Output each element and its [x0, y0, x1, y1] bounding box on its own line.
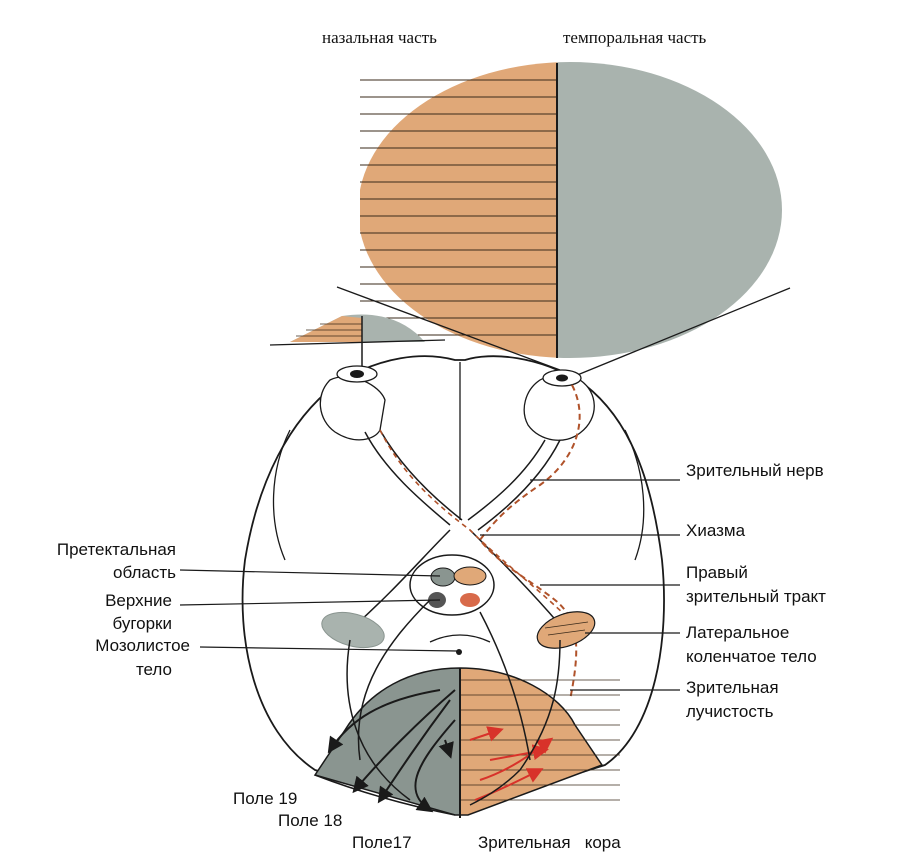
field-line-left	[336, 286, 561, 371]
label-field-17: Поле17	[352, 833, 412, 852]
right-eye	[523, 369, 595, 441]
radiation-lines	[346, 599, 561, 806]
label-nasal: назальная часть	[322, 28, 437, 47]
cortex-arrows-left	[327, 689, 456, 813]
field-line-right	[569, 287, 791, 379]
label-right-tract-1: Правый	[686, 563, 748, 582]
label-chiasm: Хиазма	[686, 521, 746, 540]
label-colliculi-1: Верхние	[105, 591, 172, 610]
label-lgn-1: Латеральное	[686, 623, 789, 642]
label-visual-cortex: Зрительная кора	[478, 833, 621, 852]
temporal-field	[557, 62, 782, 358]
cortex-arrows-right	[469, 726, 554, 801]
visual-field	[360, 62, 782, 358]
lateral-geniculate	[536, 611, 596, 649]
label-pretectal-2: область	[113, 563, 176, 582]
label-pretectal-1: Претектальная	[57, 540, 176, 559]
nasal-field	[360, 62, 557, 358]
leader-lines	[179, 479, 680, 691]
label-optic-nerve: Зрительный нерв	[686, 461, 824, 480]
label-lgn-2: коленчатое тело	[686, 647, 817, 666]
left-eye	[319, 365, 386, 441]
cortex-right	[460, 667, 620, 816]
label-right-tract-2: зрительный тракт	[686, 587, 826, 606]
label-field-19: Поле 19	[233, 789, 297, 808]
label-temporal: темпоральная часть	[563, 28, 707, 47]
label-corpus-1: Мозолистое	[95, 636, 190, 655]
label-corpus-2: тело	[136, 660, 172, 679]
label-radiation-1: Зрительная	[686, 678, 779, 697]
label-radiation-2: лучистость	[686, 702, 774, 721]
left-eye-field	[269, 314, 446, 380]
label-colliculi-2: бугорки	[112, 614, 172, 633]
midbrain	[409, 554, 495, 616]
label-field-18: Поле 18	[278, 811, 342, 830]
